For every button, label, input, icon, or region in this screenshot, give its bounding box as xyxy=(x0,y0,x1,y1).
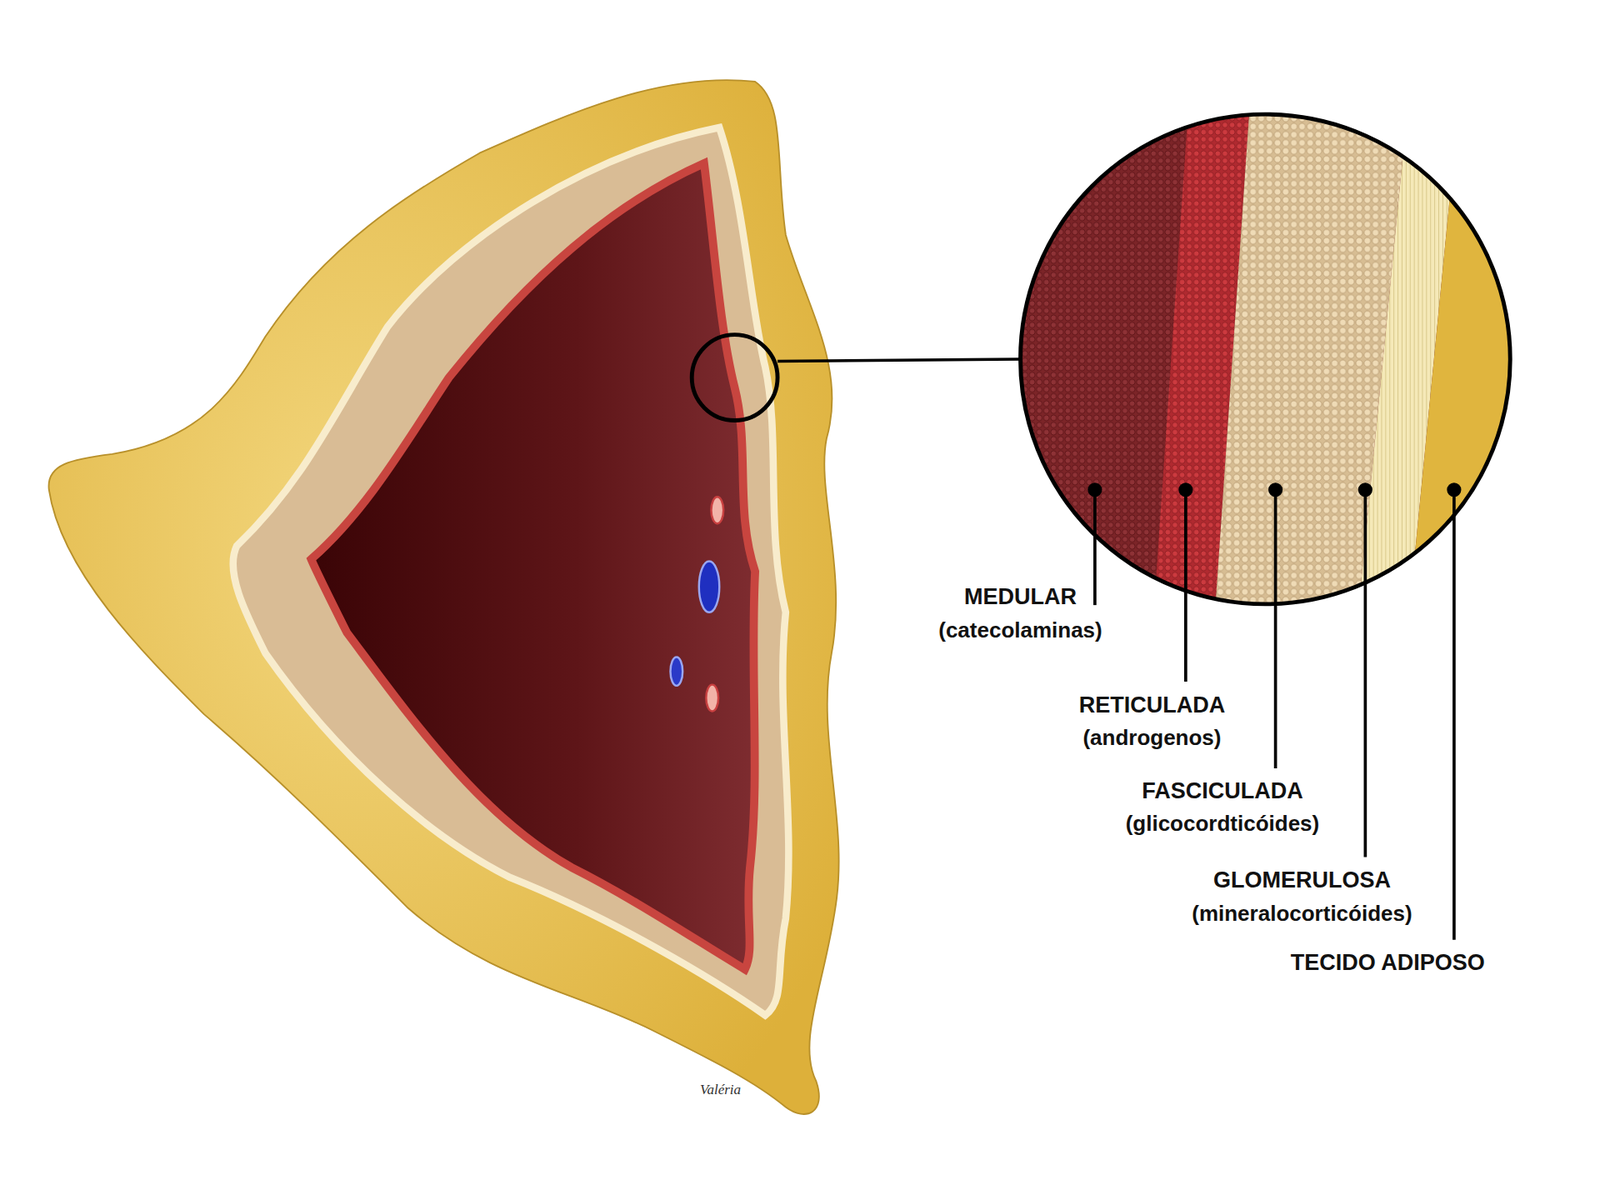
label-heading: MEDULAR xyxy=(964,584,1077,610)
label-heading: GLOMERULOSA xyxy=(1213,866,1391,893)
signature: Valéria xyxy=(700,1081,741,1099)
label-heading: TECIDO ADIPOSO xyxy=(1290,949,1485,975)
label-hormone: (mineralocorticóides) xyxy=(1191,900,1412,926)
label-hormone: (glicocordticóides) xyxy=(1125,810,1320,837)
label-heading: RETICULADA xyxy=(1079,692,1226,719)
label-hormone: (catecolaminas) xyxy=(938,616,1103,643)
label-hormone: (androgenos) xyxy=(1082,725,1221,751)
label-heading: FASCICULADA xyxy=(1141,777,1304,804)
